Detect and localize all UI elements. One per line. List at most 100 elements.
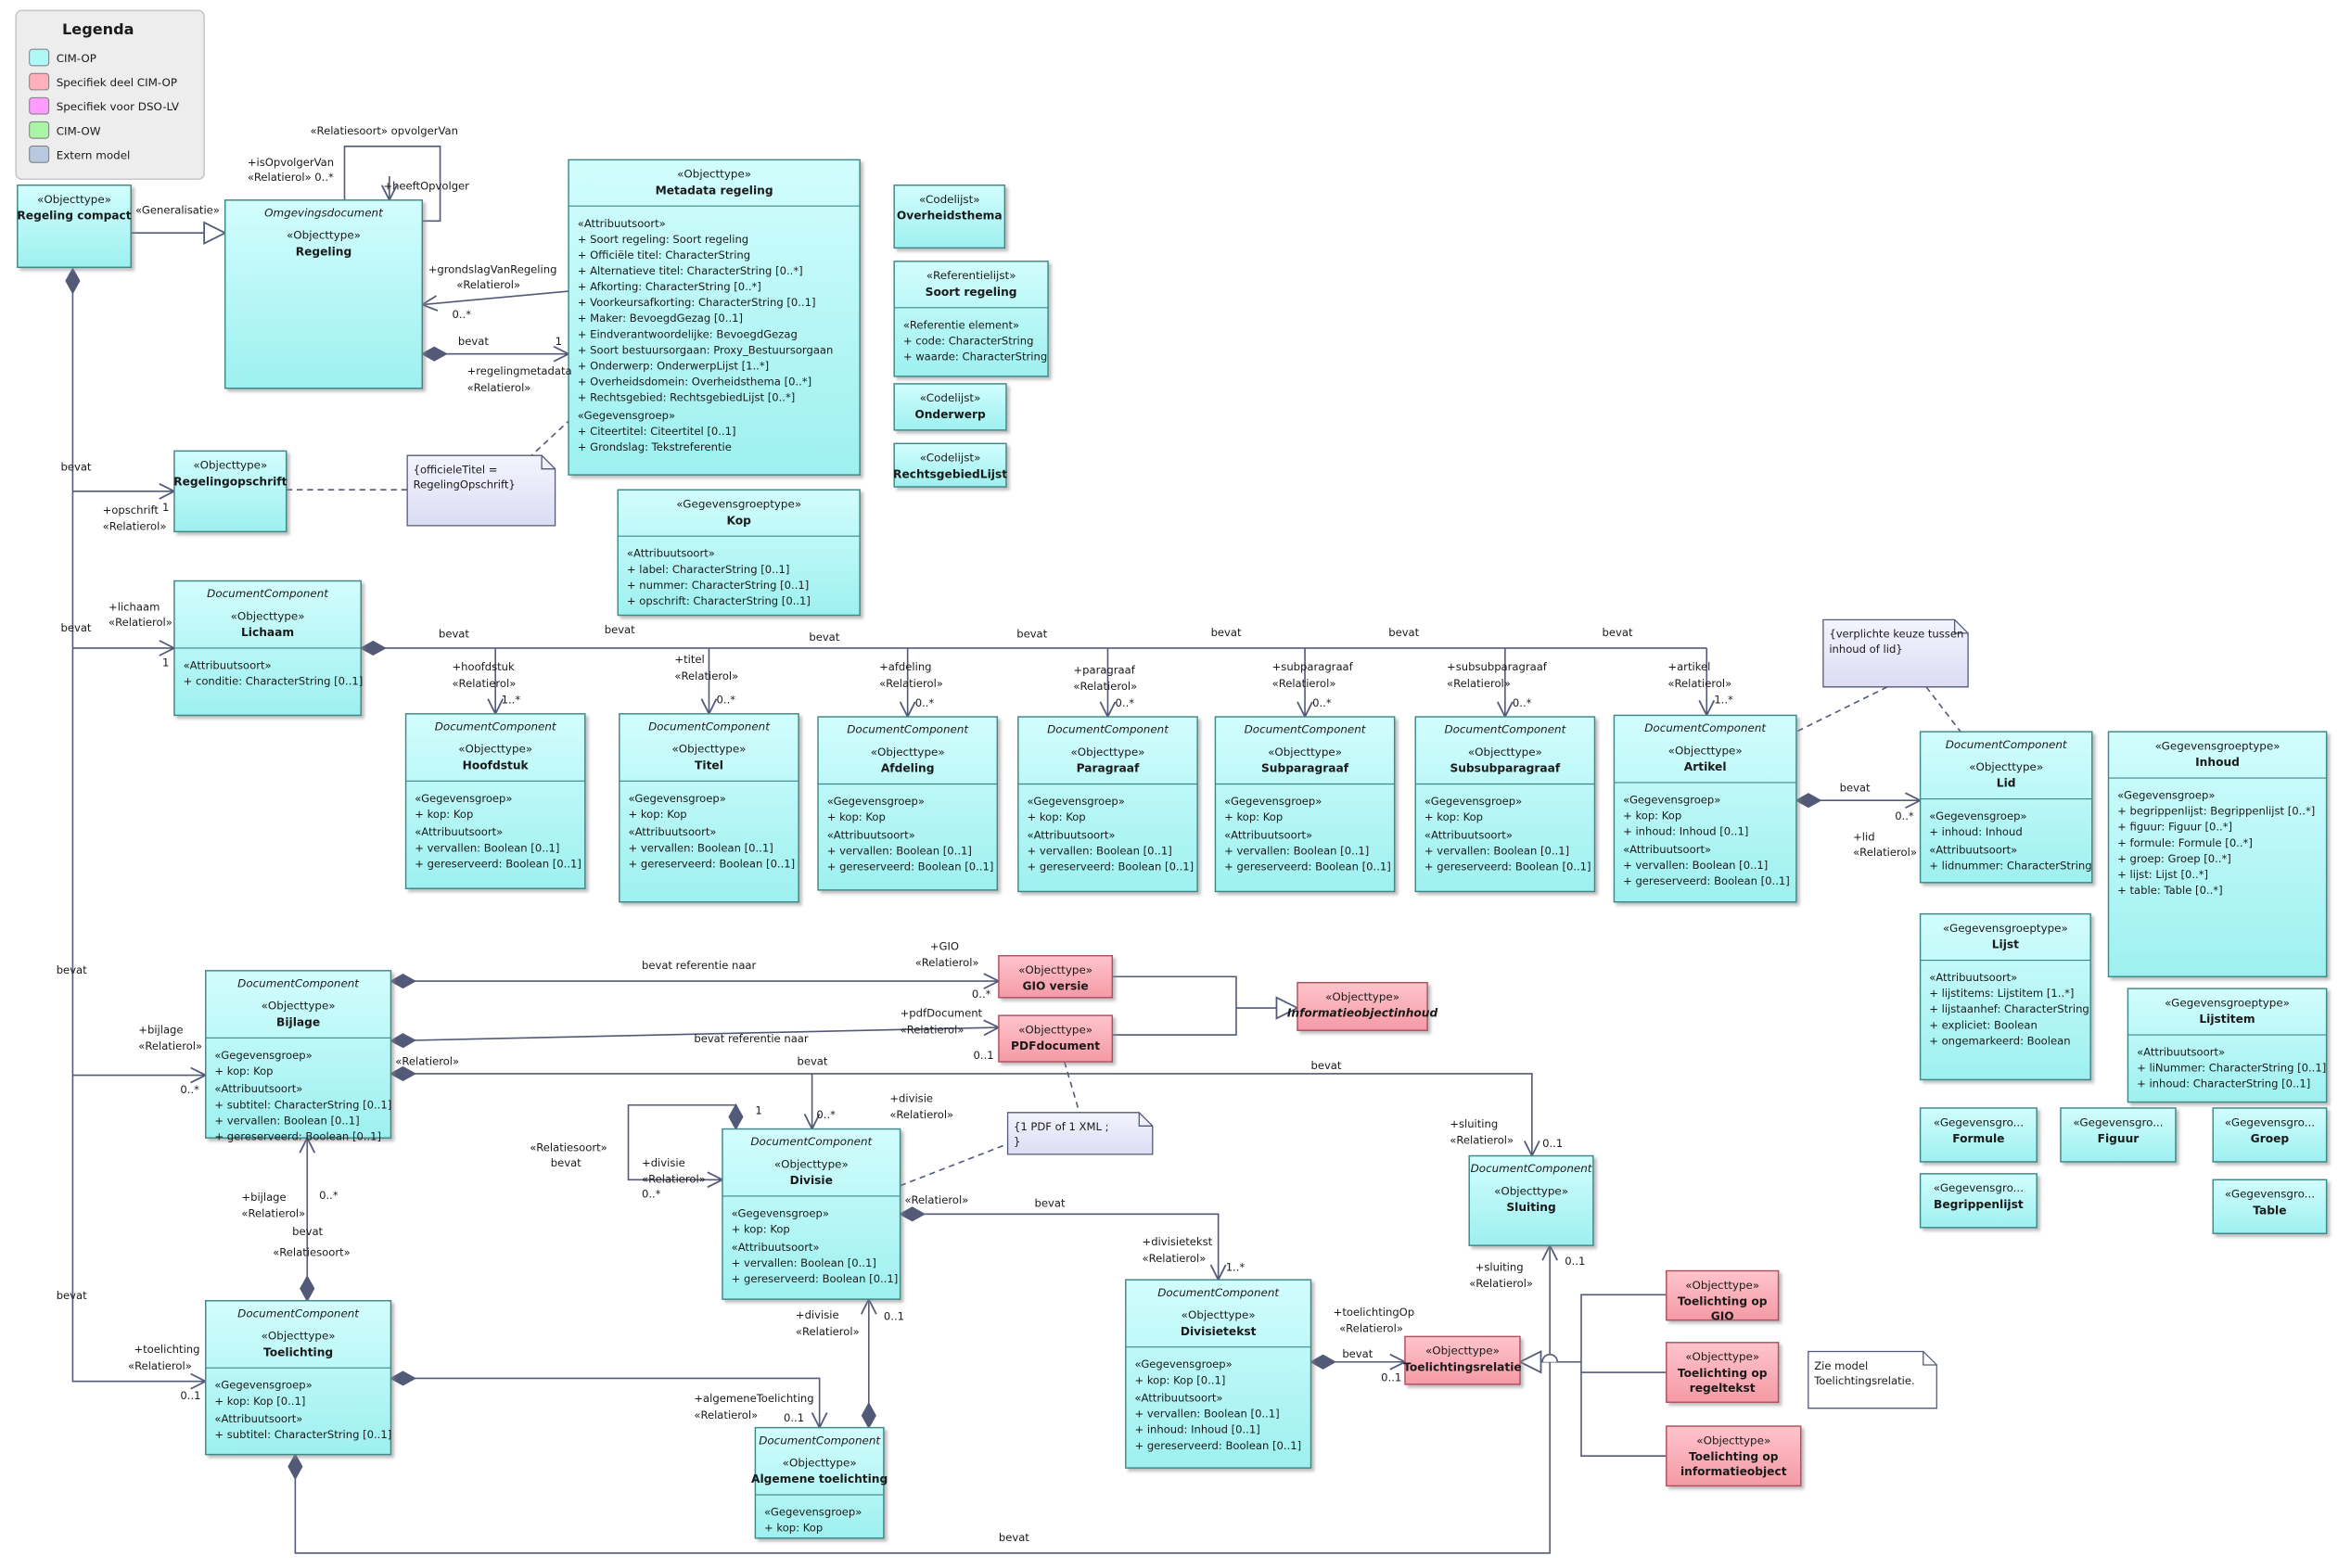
attribute-row: + gereserveerd: Boolean [0..1] [1623, 874, 1790, 887]
attribute-row: + vervallen: Boolean [0..1] [629, 841, 773, 854]
attribute-row: + kop: Kop [415, 808, 473, 821]
association-label-bevat: bevat [57, 963, 87, 976]
class-name: Regeling compact [17, 210, 131, 223]
association-label-bevat: bevat [1211, 626, 1242, 639]
class-stereotype: «Objecttype» [783, 1456, 857, 1469]
association-label-bevat: bevat [605, 623, 635, 636]
association-label-bevat: bevat [1388, 626, 1419, 639]
association-label-titel: +titel [674, 653, 704, 666]
figuur-class: «Gegevensgro...Figuur [2060, 1107, 2177, 1163]
attribute-row: + Afkorting: CharacterString [0..*] [578, 280, 761, 293]
class-stereotype: «Gegevensgroeptype» [2165, 996, 2290, 1009]
paragraaf-class: DocumentComponent«Objecttype»Paragraaf«G… [1017, 716, 1198, 893]
subsubparagraaf-box [1414, 716, 1596, 893]
association-label-divisietekst: +divisietekst [1143, 1235, 1213, 1248]
association-label-bevat: bevat [61, 621, 92, 634]
note-text: {verplichte keuze tussen [1829, 628, 1963, 641]
attribute-row: + vervallen: Boolean [0..1] [1028, 845, 1172, 858]
divisietekst-box [1125, 1279, 1312, 1469]
class-stereotype: «Objecttype» [458, 743, 532, 756]
association-label-divisie: +divisie [889, 1092, 933, 1105]
class-name: Lijst [1992, 938, 2019, 951]
attribute-row: + subtitel: CharacterString [0..1] [214, 1428, 391, 1441]
class-stereotype: «Gegevensgroeptype» [676, 498, 801, 511]
attribute-row: + table: Table [0..*] [2117, 884, 2222, 897]
legend-swatch [29, 48, 50, 67]
section-label: «Gegevensgroep» [1623, 793, 1720, 806]
attribute-row: + ongemarkeerd: Boolean [1929, 1034, 2070, 1047]
pdfdocument-box [998, 1014, 1114, 1063]
class-abstract-title: DocumentComponent [1245, 723, 1367, 736]
association-label-hoofdstuk: +hoofdstuk [452, 660, 515, 673]
class-name: GIO [1711, 1310, 1734, 1323]
association-label-paragraaf: +paragraaf [1073, 663, 1135, 676]
attribute-row: + Rechtsgebied: RechtsgebiedLijst [0..*] [578, 391, 796, 404]
hoofdstuk-box [404, 713, 586, 889]
association-label-relatiesoort: «Relatiesoort» [273, 1245, 351, 1258]
association-label-subparagraaf: +subparagraaf [1272, 660, 1354, 673]
attribute-row: + opschrift: CharacterString [0..1] [627, 594, 811, 607]
association-line [343, 146, 441, 223]
attribute-row: + kop: Kop [827, 810, 886, 823]
class-stereotype: «Objecttype» [287, 229, 361, 242]
regeling-class: Omgevingsdocument«Objecttype»Regeling [224, 199, 423, 389]
class-name: Metadata regeling [656, 184, 773, 197]
overheidsthema-box [893, 184, 1006, 249]
association-label-bevat: bevat [57, 1289, 87, 1302]
attribute-row: + figuur: Figuur [0..*] [2117, 821, 2232, 834]
attribute-row: + inhoud: CharacterString [0..1] [2137, 1077, 2310, 1090]
class-name: Formule [1952, 1132, 2004, 1145]
attribute-row: + subtitel: CharacterString [0..1] [214, 1098, 391, 1111]
attribute-row: + code: CharacterString [903, 334, 1034, 347]
legend-item-label: Specifiek deel CIM-OP [57, 76, 177, 89]
association-label-relatierol: «Relatierol» [467, 381, 531, 394]
association-label-relatierol: «Relatierol» [452, 677, 516, 690]
section-label: «Attribuutsoort» [184, 658, 272, 671]
class-name: Toelichting op [1678, 1295, 1768, 1308]
association-label-mult-0-star: 0..* [1513, 696, 1532, 709]
attribute-row: + inhoud: Inhoud [1929, 825, 2023, 838]
overheidsthema-class: «Codelijst»Overheidsthema [893, 184, 1006, 249]
attribute-row: + inhoud: Inhoud [0..1] [1134, 1423, 1259, 1436]
class-abstract-title: DocumentComponent [237, 977, 360, 990]
class-abstract-title: DocumentComponent [1157, 1286, 1280, 1299]
sluiting-box [1468, 1154, 1594, 1246]
class-stereotype: «Objecttype» [1696, 1434, 1770, 1447]
class-name: Algemene toelichting [751, 1472, 888, 1485]
class-abstract-title: DocumentComponent [1946, 738, 2068, 751]
section-label: «Attribuutsoort» [627, 547, 715, 560]
note-text: {officieleTitel = [414, 464, 498, 477]
class-abstract-title: DocumentComponent [648, 720, 771, 733]
section-label: «Attribuutsoort» [214, 1412, 302, 1425]
informatieobjectinhoud-class: «Objecttype»Informatieobjectinhoud [1287, 981, 1438, 1031]
section-label: «Attribuutsoort» [732, 1241, 820, 1254]
association-label-relatiesoort: «Relatiesoort» [530, 1141, 607, 1154]
association-line [422, 290, 569, 304]
section-label: «Gegevensgroep» [827, 795, 925, 808]
association-label-bevat: bevat [61, 460, 92, 473]
class-name: Bijlage [276, 1015, 320, 1028]
toelichting-op-regeltekst-box [1666, 1342, 1780, 1403]
association-label-mult-0-1: 0..1 [1542, 1137, 1563, 1150]
association-line [1063, 1061, 1080, 1114]
class-stereotype: «Objecttype» [193, 459, 267, 472]
attribute-row: + gereserveerd: Boolean [0..1] [1425, 860, 1591, 873]
attribute-row: + kop: Kop [0..1] [1134, 1373, 1225, 1386]
attribute-row: + vervallen: Boolean [0..1] [827, 845, 972, 858]
association-label-mult-0-star: 0..* [319, 1189, 339, 1202]
subparagraaf-class: DocumentComponent«Objecttype»Subparagraa… [1214, 716, 1396, 893]
begrippenlijst-class: «Gegevensgro...Begrippenlijst [1919, 1173, 2038, 1229]
attribute-row: + Eindverantwoordelijke: BevoegdGezag [578, 327, 798, 340]
association-label-mult-0-star: 0..* [972, 988, 991, 1001]
association-label-relatierol: «Relatierol» [1667, 677, 1731, 690]
section-label: «Gegevensgroep» [1134, 1358, 1232, 1370]
association-label-relatierol: «Relatierol» [889, 1108, 953, 1121]
association-label-mult-0-star: 0..* [1895, 809, 1914, 822]
legend-item-label: CIM-OW [57, 124, 101, 137]
pdfdocument-class: «Objecttype»PDFdocument [998, 1014, 1114, 1063]
classes: «Objecttype» Regeling compact Omgevingsdoc… [17, 159, 2328, 1539]
legend-item-label: Specifiek voor DSO-LV [57, 100, 180, 113]
legend-title: Legenda [62, 20, 134, 38]
